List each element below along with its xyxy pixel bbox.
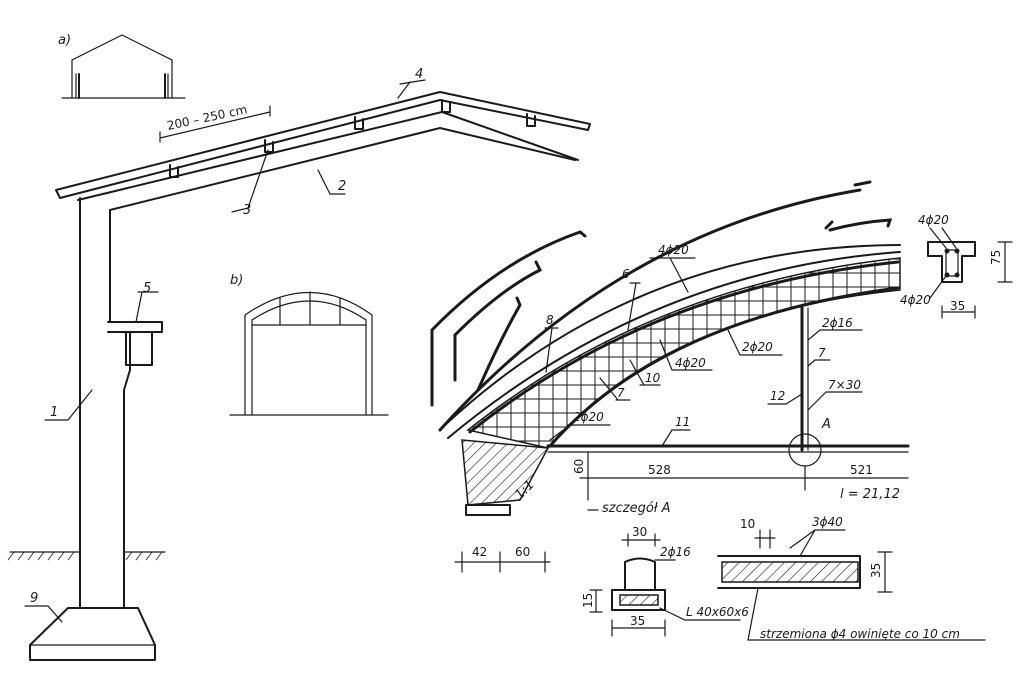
dim-30: 30 — [632, 525, 647, 539]
tie-3phi40: 3ϕ40 — [812, 515, 843, 529]
portal-frame: 200 – 250 cm 4 3 2 5 1 9 — [7, 67, 591, 661]
dim-35c: 35 — [869, 563, 883, 578]
arch-upper-chord — [447, 251, 901, 439]
arch-girder-reinforcement: 60 528 521 l = 21,12 1:1 szczegół A 4ϕ20… — [430, 180, 910, 516]
rafter-top-line — [77, 111, 579, 201]
angle-section: L 40x60x6 — [686, 605, 749, 619]
label-mark-12: 12 — [770, 389, 785, 403]
label-mark-7-b: 7 — [818, 346, 826, 360]
roof-slab-4 — [55, 91, 591, 199]
tie-outline — [717, 555, 861, 589]
variant-a-sketch: a) — [58, 33, 186, 99]
label-part-9: 9 — [30, 591, 38, 606]
tie-rod-detail: 10 3ϕ40 35 strzemiona ϕ4 owinięte co 10 … — [717, 515, 986, 641]
label-mark-11: 11 — [675, 415, 690, 429]
chord-cross-section: 4ϕ20 4ϕ20 75 35 — [900, 213, 1013, 319]
arch-outer-contour — [444, 244, 901, 426]
crane-corbel-5 — [107, 321, 163, 366]
label-part-3: 3 — [243, 203, 251, 218]
label-mark-8: 8 — [546, 313, 554, 327]
support-end-block — [461, 439, 550, 506]
label-4phi20-top: 4ϕ20 — [658, 243, 689, 257]
bent-bar-1 — [430, 230, 587, 407]
support-bearing-plate — [465, 504, 511, 516]
label-mark-7-a: 7 — [617, 386, 625, 400]
arch-bottom-bars — [548, 286, 900, 448]
detail-A-circle — [788, 433, 822, 467]
dim-528: 528 — [648, 463, 671, 477]
dim-42: 42 — [472, 545, 487, 559]
detail-A-label: szczegół A — [602, 501, 671, 516]
section-top-bars: 4ϕ20 — [918, 213, 949, 227]
variant-a-label: a) — [58, 33, 71, 48]
rafter-bottom-line — [109, 127, 576, 211]
label-mark-6: 6 — [622, 267, 630, 281]
arch-top-bars — [468, 260, 900, 434]
dim-10: 10 — [740, 517, 755, 531]
dim-35b: 35 — [630, 614, 645, 628]
label-part-1: 1 — [50, 405, 58, 420]
top-short-bar — [824, 218, 893, 232]
label-2phi20-left: 2ϕ20 — [573, 410, 604, 424]
dim-60b: 60 — [515, 545, 530, 559]
footing-9 — [29, 607, 156, 661]
label-2phi16: 2ϕ16 — [822, 316, 853, 330]
tie-bars-3phi40 — [721, 561, 859, 583]
purlin-spacing-dimension: 200 – 250 cm — [166, 102, 249, 133]
dim-60: 60 — [572, 459, 586, 474]
support-dimensions: 42 60 — [454, 545, 551, 573]
hanger-anchor-detail: 30 2ϕ16 15 35 L 40x60x6 — [581, 525, 749, 637]
dim-521: 521 — [850, 463, 873, 477]
label-mark-10: 10 — [645, 371, 661, 385]
span-length: l = 21,12 — [840, 487, 900, 502]
top-bent-bar — [438, 180, 872, 432]
detail-2phi16: 2ϕ16 — [660, 545, 691, 559]
bent-bar-3 — [476, 296, 522, 392]
label-part-2: 2 — [338, 179, 346, 194]
section-width: 35 — [950, 299, 965, 313]
section-height: 75 — [989, 250, 1003, 265]
label-part-4: 4 — [415, 67, 423, 82]
section-outline — [927, 241, 976, 283]
hanger-bars — [624, 557, 656, 591]
label-2phi20-right: 2ϕ20 — [742, 340, 773, 354]
dim-15: 15 — [581, 593, 595, 608]
stirrups-note: strzemiona ϕ4 owinięte co 10 cm — [760, 627, 960, 641]
label-4phi20-mid: 4ϕ20 — [675, 356, 706, 370]
label-part-5: 5 — [143, 281, 151, 296]
bent-bar-2 — [453, 260, 543, 382]
column-1 — [79, 197, 131, 609]
label-point-A: A — [821, 417, 831, 432]
variant-b-label: b) — [230, 273, 243, 288]
section-bottom-bars: 4ϕ20 — [900, 293, 931, 307]
variant-b-sketch: b) — [229, 273, 389, 416]
label-7x30: 7×30 — [828, 378, 861, 392]
